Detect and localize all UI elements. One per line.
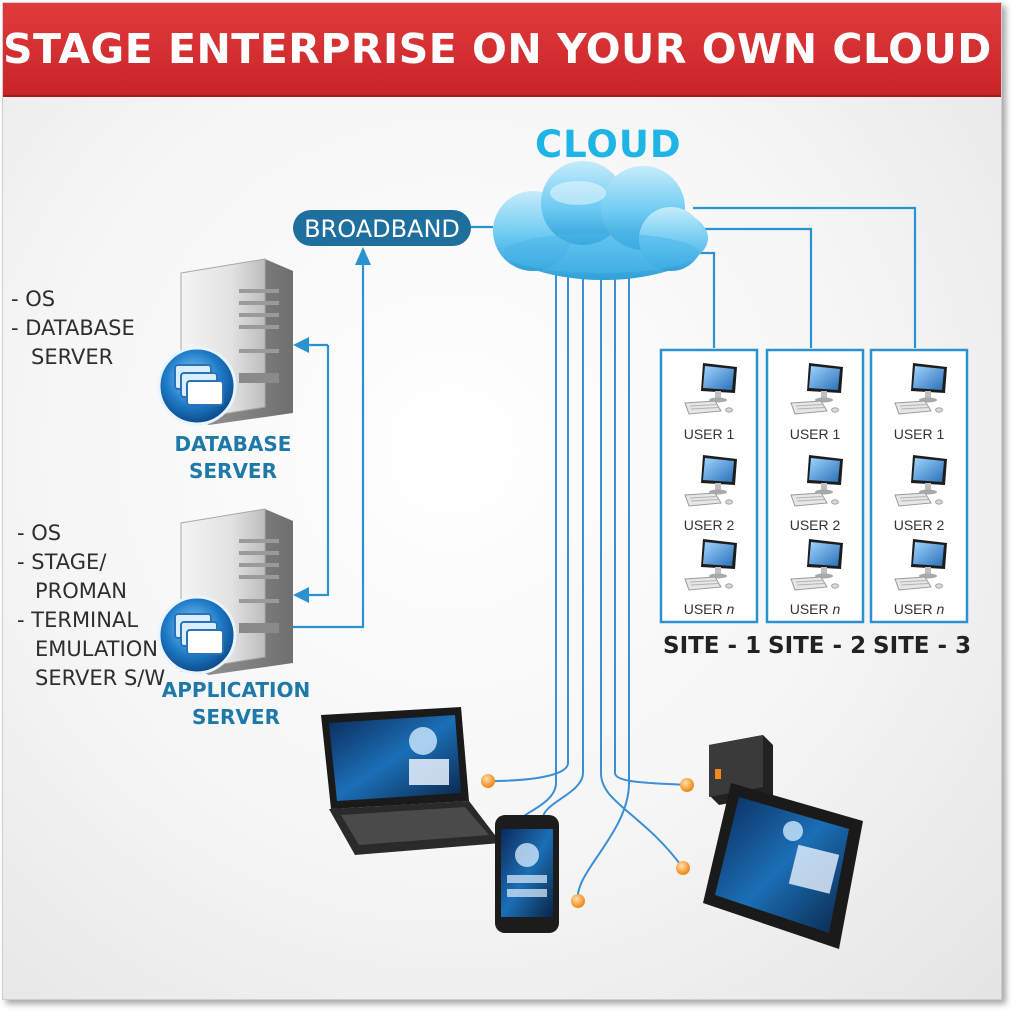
- site-2-user-1-label: USER 1: [789, 426, 841, 442]
- spec-line: - STAGE/: [17, 550, 107, 574]
- tablet-icon: [703, 783, 863, 949]
- site-2-label: SITE - 2: [768, 633, 867, 659]
- site-1-label: SITE - 1: [663, 633, 762, 659]
- server-label-line: DATABASE: [174, 432, 292, 456]
- application-server-icon: [157, 508, 293, 675]
- arrow-up-icon: [355, 247, 371, 265]
- spec-line: PROMAN: [35, 579, 127, 603]
- desktop-computer-icon: [894, 455, 947, 507]
- site-1-user-n-label: USER n: [683, 601, 735, 617]
- site-connectors: [693, 206, 917, 348]
- spec-line: - OS: [17, 521, 62, 545]
- site-boxes: [659, 348, 969, 624]
- diagram-frame: STAGE ENTERPRISE ON YOUR OWN CLOUD !: [2, 2, 1002, 1000]
- page-title: STAGE ENTERPRISE ON YOUR OWN CLOUD !: [3, 25, 1002, 73]
- network-diagram: [157, 161, 969, 949]
- broadband-pill: [293, 210, 471, 246]
- spec-line: SERVER S/W: [35, 666, 166, 690]
- site-3-user-1-label: USER 1: [893, 426, 945, 442]
- desktop-computer-icon: [790, 539, 843, 591]
- cloud-icon: [493, 161, 708, 280]
- application-server-specs: - OS - STAGE/ PROMAN - TERMINAL EMULATIO…: [17, 519, 165, 693]
- application-server-label: APPLICATION SERVER: [151, 677, 321, 731]
- server-label-line: SERVER: [188, 459, 277, 483]
- desktop-computer-icon: [790, 455, 843, 507]
- database-server-icon: [157, 258, 293, 426]
- desktop-computer-icon: [790, 363, 843, 415]
- broadband-label: BROADBAND: [304, 215, 460, 243]
- server-connectors: [293, 225, 493, 629]
- site-3-label: SITE - 3: [873, 633, 972, 659]
- user-index-text: n: [936, 601, 945, 617]
- desktop-computer-icon: [894, 539, 947, 591]
- site-1-user-2-label: USER 2: [683, 517, 735, 533]
- site-2-user-n-label: USER n: [789, 601, 841, 617]
- database-server-label: DATABASE SERVER: [153, 431, 313, 485]
- cable-node-dots: [481, 774, 694, 908]
- server-label-line: APPLICATION: [161, 678, 311, 702]
- smartphone-icon: [495, 815, 559, 933]
- site-3-user-2-label: USER 2: [893, 517, 945, 533]
- site-1-user-1-label: USER 1: [683, 426, 735, 442]
- user-index-text: n: [832, 601, 841, 617]
- spec-line: - TERMINAL: [17, 608, 139, 632]
- spec-line: - DATABASE: [11, 316, 135, 340]
- spec-line: EMULATION: [35, 637, 158, 661]
- site-2-user-2-label: USER 2: [789, 517, 841, 533]
- device-cables: [487, 273, 688, 902]
- arrow-left-icon: [293, 337, 309, 353]
- laptop-icon: [321, 707, 501, 855]
- spec-line: SERVER: [31, 345, 114, 369]
- desktop-computer-icon: [684, 363, 737, 415]
- desktop-computer-icon: [894, 363, 947, 415]
- desktop-computer-icon: [684, 455, 737, 507]
- arrow-left-icon: [293, 587, 309, 603]
- user-index-text: n: [726, 601, 735, 617]
- external-drive-icon: [709, 735, 773, 805]
- title-banner: STAGE ENTERPRISE ON YOUR OWN CLOUD !: [3, 3, 1001, 97]
- desktop-computer-icon: [684, 539, 737, 591]
- site-3-user-n-label: USER n: [893, 601, 945, 617]
- server-label-line: SERVER: [191, 705, 280, 729]
- cloud-label: CLOUD: [535, 123, 682, 166]
- spec-line: - OS: [11, 287, 56, 311]
- database-server-specs: - OS - DATABASE SERVER: [11, 285, 135, 372]
